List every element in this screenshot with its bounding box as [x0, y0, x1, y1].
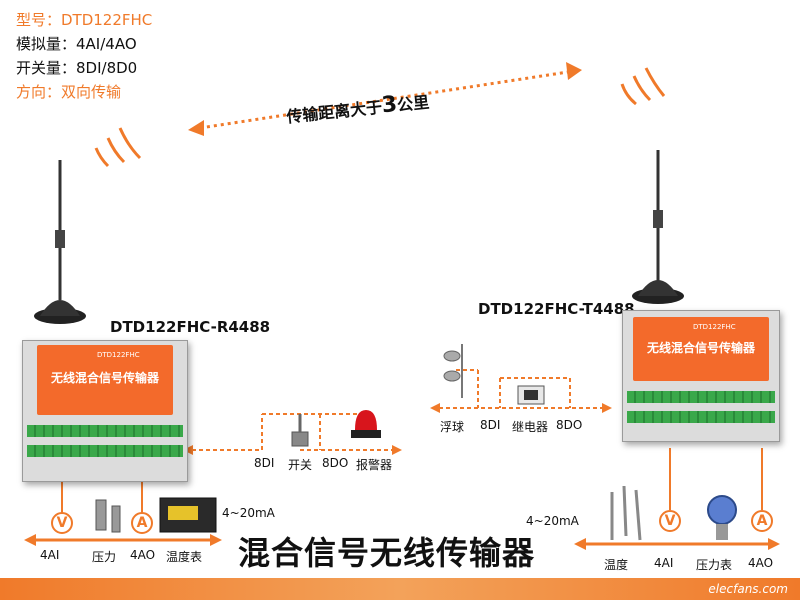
left-terminal-strip-top	[27, 425, 183, 437]
distance-suffix: 公里	[396, 92, 431, 115]
left-voltmeter-symbol: V	[56, 515, 68, 531]
footer-watermark: elecfans.com	[708, 582, 788, 596]
right-plate-tag: DTD122FHC	[693, 323, 736, 331]
toggle-switch-icon	[291, 414, 309, 447]
right-voltmeter-icon: V	[659, 510, 681, 532]
spec-analog: 模拟量：4AI/4AO	[16, 35, 137, 53]
right-do-label: 8DO	[556, 418, 583, 432]
left-antenna-icon	[34, 160, 86, 324]
left-di-label: 8DI	[254, 456, 275, 470]
distance-link-arrow	[188, 62, 582, 136]
left-ai-label: 4AI	[40, 548, 60, 562]
left-device: DTD122FHC 无线混合信号传输器	[22, 340, 188, 482]
right-ao-label: 4AO	[748, 556, 774, 570]
left-voltmeter-icon: V	[51, 512, 73, 534]
left-ammeter-icon: A	[131, 512, 153, 534]
left-temp-meter-label: 温度表	[166, 550, 203, 564]
left-io-wiring	[185, 413, 400, 451]
right-relay-label: 继电器	[512, 420, 549, 434]
left-ao-label: 4AO	[130, 548, 156, 562]
main-title: 混合信号无线传输器	[238, 534, 536, 572]
left-plate-title: 无线混合信号传输器	[51, 371, 160, 385]
right-voltmeter-symbol: V	[664, 513, 676, 529]
radio-wave-right-icon	[620, 67, 666, 106]
alarm-light-icon	[351, 410, 381, 438]
left-plate-tag: DTD122FHC	[97, 351, 140, 359]
right-device-model: DTD122FHC-T4488	[478, 300, 635, 318]
left-terminal-strip-bottom	[27, 445, 183, 457]
spec-model: 型号：DTD122FHC	[16, 11, 153, 29]
right-terminal-strip-top	[627, 391, 775, 403]
right-terminal-strip-bottom	[627, 411, 775, 423]
temperature-meter-icon	[159, 497, 217, 533]
left-pressure-label: 压力	[92, 550, 117, 564]
right-temp-label: 温度	[604, 558, 629, 572]
right-device-plate: DTD122FHC 无线混合信号传输器	[633, 317, 769, 381]
right-ai-label: 4AI	[654, 556, 674, 570]
footer-bar	[0, 578, 800, 600]
float-switch-icon	[443, 344, 463, 398]
left-ammeter-symbol: A	[136, 515, 148, 531]
right-plate-title: 无线混合信号传输器	[647, 341, 756, 355]
right-device: DTD122FHC 无线混合信号传输器	[622, 310, 780, 442]
left-current-label: 4~20mA	[222, 506, 275, 520]
right-io-wiring	[432, 369, 608, 409]
relay-icon	[517, 385, 545, 405]
right-ammeter-icon: A	[751, 510, 773, 532]
left-device-plate: DTD122FHC 无线混合信号传输器	[37, 345, 173, 415]
left-switch-label: 开关	[288, 458, 313, 472]
radio-wave-left-icon	[94, 127, 142, 168]
spec-block: 型号：DTD122FHC 模拟量：4AI/4AO 开关量：8DI/8D0 方向：…	[16, 8, 152, 104]
right-pressure-meter-label: 压力表	[696, 558, 733, 572]
spec-direction: 方向：双向传输	[16, 83, 122, 101]
pressure-gauge-icon	[707, 495, 737, 540]
right-current-label: 4~20mA	[526, 514, 579, 528]
left-do-label: 8DO	[322, 456, 349, 470]
left-device-model: DTD122FHC-R4488	[110, 318, 271, 336]
right-ammeter-symbol: A	[756, 513, 768, 529]
pressure-sensor-icon	[95, 499, 121, 533]
right-antenna-icon	[632, 150, 684, 304]
right-di-label: 8DI	[480, 418, 501, 432]
temperature-probe-icon	[610, 485, 642, 541]
spec-switching: 开关量：8DI/8D0	[16, 59, 138, 77]
right-analog-wiring	[580, 448, 776, 546]
left-alarm-label: 报警器	[356, 458, 393, 472]
right-float-label: 浮球	[440, 420, 465, 434]
